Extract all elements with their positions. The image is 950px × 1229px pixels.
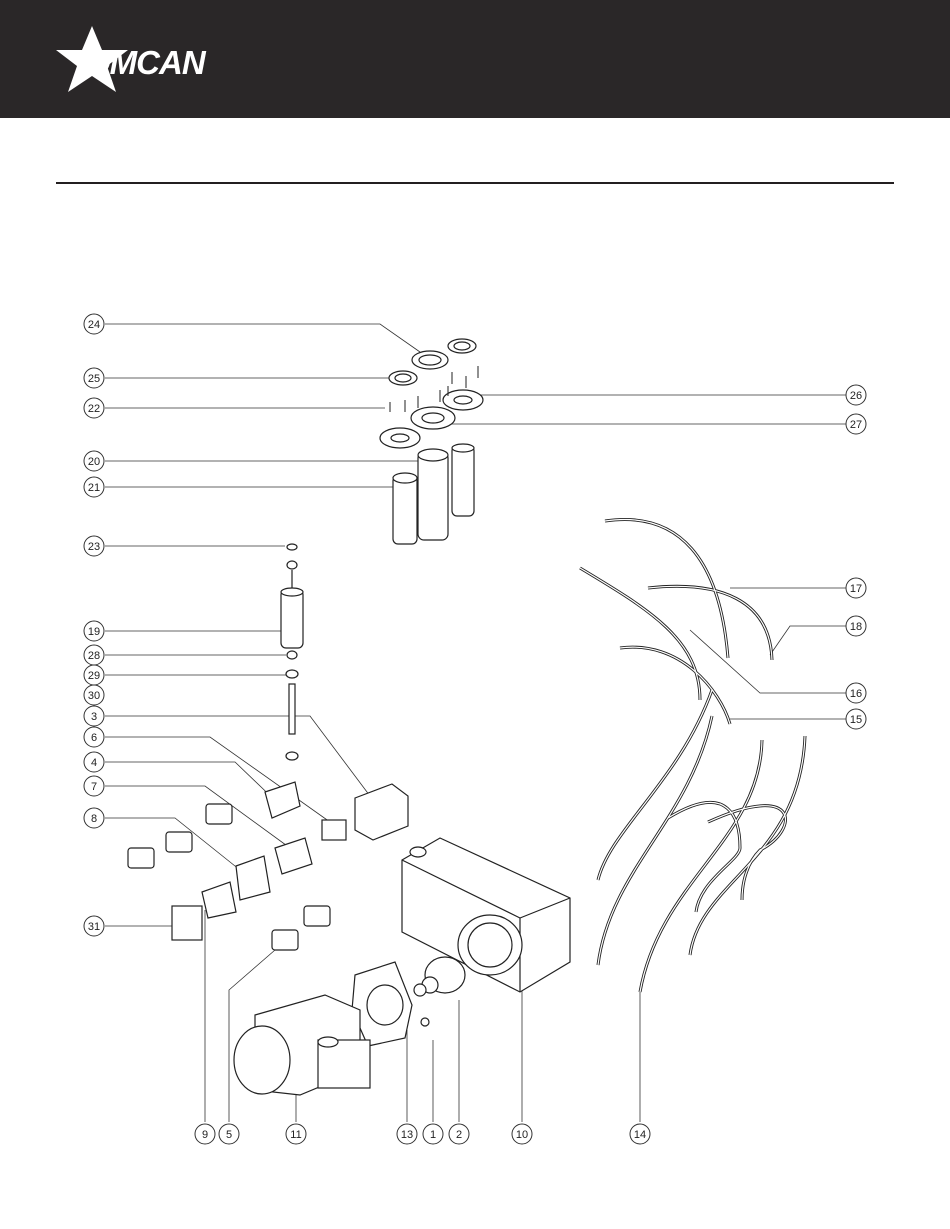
callout-24: 24 — [88, 319, 100, 331]
callout-11: 11 — [290, 1129, 301, 1141]
callout-10: 10 — [516, 1129, 528, 1141]
callout-18: 18 — [850, 621, 862, 633]
callout-8: 8 — [91, 813, 97, 825]
callout-1: 1 — [430, 1129, 436, 1141]
callout-19: 19 — [88, 626, 100, 638]
callout-20: 20 — [88, 456, 100, 468]
callout-30: 30 — [88, 690, 100, 702]
callout-21: 21 — [88, 482, 100, 494]
callout-29: 29 — [88, 670, 100, 682]
callout-17: 17 — [850, 583, 862, 595]
callout-13: 13 — [401, 1129, 413, 1141]
callout-27: 27 — [850, 419, 862, 431]
callout-23: 23 — [88, 541, 100, 553]
callout-5: 5 — [226, 1129, 232, 1141]
callout-9: 9 — [202, 1129, 208, 1141]
callout-25: 25 — [88, 373, 100, 385]
callout-4: 4 — [91, 757, 97, 769]
callout-15: 15 — [850, 714, 862, 726]
callout-7: 7 — [91, 781, 97, 793]
callout-14: 14 — [634, 1129, 646, 1141]
callout-22: 22 — [88, 403, 100, 415]
callout-6: 6 — [91, 732, 97, 744]
callout-26: 26 — [850, 390, 862, 402]
callout-28: 28 — [88, 650, 100, 662]
callout-3: 3 — [91, 711, 97, 723]
callout-16: 16 — [850, 688, 862, 700]
callout-2: 2 — [456, 1129, 462, 1141]
callout-31: 31 — [88, 921, 100, 933]
